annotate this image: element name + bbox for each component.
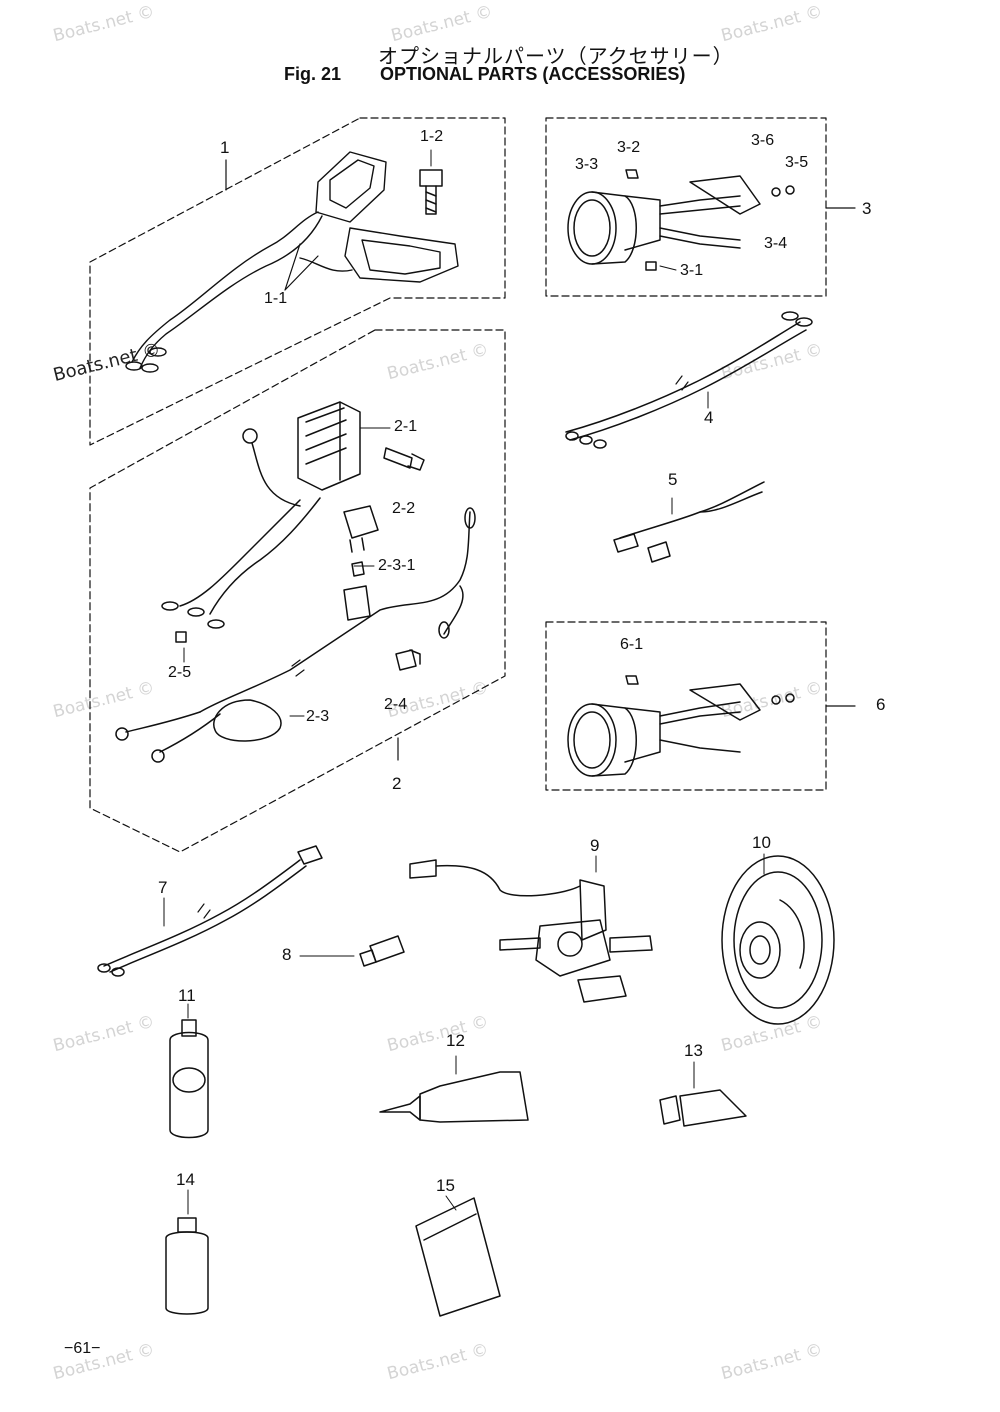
- screw-2-2: [383, 447, 425, 471]
- group-3-outline: [545, 117, 827, 297]
- label-2-3: 2-3: [306, 708, 330, 725]
- label-1-2: 1-2: [420, 128, 444, 145]
- label-10: 10: [752, 833, 771, 852]
- label-9: 9: [590, 836, 600, 855]
- can-14: [165, 1189, 209, 1315]
- label-1-1: 1-1: [264, 290, 288, 307]
- part-2-5: [175, 631, 187, 643]
- label-1: 1: [220, 138, 230, 157]
- page-number: −61−: [64, 1340, 101, 1357]
- title-japanese: オプショナルパーツ（アクセサリー）: [378, 44, 734, 68]
- harness-5: [613, 481, 765, 563]
- group-1-outline: [89, 117, 506, 446]
- label-3-4: 3-4: [764, 235, 788, 252]
- label-6: 6: [876, 695, 886, 714]
- gauge-3-3: [567, 175, 761, 265]
- label-2-3-1: 2-3-1: [378, 557, 416, 574]
- label-2-2: 2-2: [392, 500, 416, 517]
- title-english: OPTIONAL PARTS (ACCESSORIES): [380, 64, 686, 84]
- label-14: 14: [176, 1170, 195, 1189]
- label-4: 4: [704, 408, 714, 427]
- stator-coil: [125, 151, 459, 373]
- label-12: 12: [446, 1031, 465, 1050]
- label-15: 15: [436, 1176, 455, 1195]
- bottle-11: [169, 1003, 209, 1139]
- label-11: 11: [178, 986, 196, 1005]
- label-6-1: 6-1: [620, 636, 644, 653]
- label-3-5: 3-5: [785, 154, 809, 171]
- bolt-2-4: [395, 649, 421, 671]
- label-3-3: 3-3: [575, 156, 599, 173]
- label-3: 3: [862, 199, 872, 218]
- small-parts-group-3: [625, 169, 795, 271]
- tube-13: [659, 1061, 747, 1127]
- group-6-outline: [545, 621, 827, 791]
- label-2-4: 2-4: [384, 696, 408, 713]
- plug-8: [299, 935, 405, 967]
- label-3-1: 3-1: [680, 262, 704, 279]
- label-2-5: 2-5: [168, 664, 192, 681]
- bolt-1-2: [419, 149, 443, 215]
- tube-12: [379, 1055, 529, 1123]
- tester-9: [409, 855, 653, 1003]
- figure-number: Fig. 21: [284, 64, 342, 84]
- label-2: 2: [392, 774, 402, 793]
- harness-7: [97, 845, 323, 977]
- label-5: 5: [668, 470, 678, 489]
- label-3-2: 3-2: [617, 139, 641, 156]
- relay-harness-2-3: [115, 505, 476, 763]
- harness-4: [565, 311, 813, 449]
- label-2-1: 2-1: [394, 418, 418, 435]
- label-8: 8: [282, 945, 292, 964]
- label-3-6: 3-6: [751, 132, 775, 149]
- rectifier-2-1: [161, 401, 391, 629]
- label-13: 13: [684, 1041, 703, 1060]
- flywheel-10: [721, 853, 835, 1025]
- gauge-6: [567, 675, 795, 777]
- label-7: 7: [158, 878, 168, 897]
- group-2-outline: [89, 329, 506, 853]
- packet-15: [415, 1195, 501, 1317]
